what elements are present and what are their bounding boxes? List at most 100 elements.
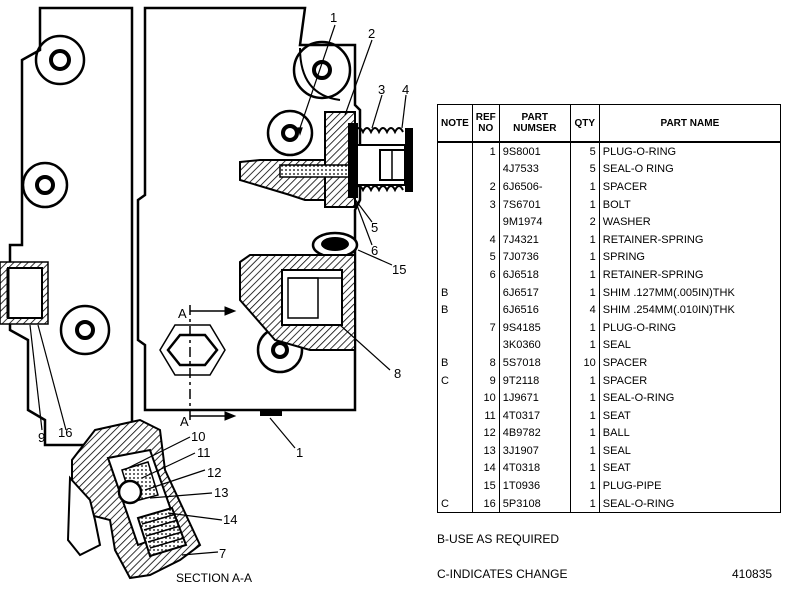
header-note: NOTE xyxy=(437,104,473,143)
cell-qty: 1 xyxy=(569,494,600,514)
cell-name: SPRING xyxy=(598,248,782,267)
valve-assembly-drawing: 1 2 3 4 5 6 15 8 1 9 16 10 11 12 13 14 7… xyxy=(0,6,413,585)
cell-name: SEAL-O-RING xyxy=(598,494,782,514)
hex-boss xyxy=(159,324,226,376)
callout-3: 3 xyxy=(378,82,385,97)
cell-qty: 1 xyxy=(569,178,600,196)
cell-ref: 11 xyxy=(471,406,500,425)
cell-name: SEAL xyxy=(598,442,782,460)
callout-5: 5 xyxy=(371,220,378,235)
cell-qty: 1 xyxy=(569,230,600,249)
cell-part: 9M1974 xyxy=(498,213,571,231)
callout-9: 9 xyxy=(38,430,45,445)
callout-12: 12 xyxy=(207,465,221,480)
cell-qty: 1 xyxy=(569,406,600,425)
cell-ref xyxy=(471,301,500,319)
cell-note xyxy=(437,142,473,161)
cell-part: 5S7018 xyxy=(498,354,571,372)
cell-note xyxy=(437,248,473,267)
cell-ref: 16 xyxy=(471,494,500,514)
cell-qty: 1 xyxy=(569,424,600,443)
section-cutting-line xyxy=(189,305,237,421)
callout-11: 11 xyxy=(197,445,211,460)
cell-part: 6J6506- xyxy=(498,178,571,196)
cell-name: PLUG-O-RING xyxy=(598,142,782,161)
cell-name: SPACER xyxy=(598,178,782,196)
cell-name: SEAT xyxy=(598,459,782,478)
cell-ref: 7 xyxy=(471,318,500,337)
left-housing xyxy=(8,6,134,447)
callout-14: 14 xyxy=(223,512,237,527)
callout-2: 2 xyxy=(368,26,375,41)
callout-13: 13 xyxy=(214,485,228,500)
cell-note: B xyxy=(437,354,473,372)
cell-qty: 1 xyxy=(569,389,600,407)
cell-name: SPACER xyxy=(598,354,782,372)
callout-10: 10 xyxy=(191,429,205,444)
cell-ref: 14 xyxy=(471,459,500,478)
cell-qty: 1 xyxy=(569,371,600,390)
cell-ref: 4 xyxy=(471,230,500,249)
cell-ref: 6 xyxy=(471,266,500,284)
cell-note xyxy=(437,459,473,478)
callout-labels: 1 2 3 4 5 6 15 8 1 9 16 10 11 12 13 14 7… xyxy=(38,10,409,585)
cell-name: PLUG-PIPE xyxy=(598,477,782,495)
cell-name: SEAT xyxy=(598,406,782,425)
cell-name: SEAL xyxy=(598,336,782,355)
cell-qty: 1 xyxy=(569,248,600,267)
cell-ref: 8 xyxy=(471,354,500,372)
cell-note xyxy=(437,477,473,495)
section-label: SECTION A-A xyxy=(176,571,252,585)
cell-qty: 1 xyxy=(569,336,600,355)
cell-note xyxy=(437,195,473,214)
cell-name: SEAL-O-RING xyxy=(598,389,782,407)
cell-ref xyxy=(471,336,500,355)
cell-note: B xyxy=(437,301,473,319)
cell-note xyxy=(437,178,473,196)
cell-name: BOLT xyxy=(598,195,782,214)
cell-name: BALL xyxy=(598,424,782,443)
cell-part: 1J9671 xyxy=(498,389,571,407)
cell-ref xyxy=(471,160,500,179)
callout-1-bottom: 1 xyxy=(296,445,303,460)
cell-part: 9T2118 xyxy=(498,371,571,390)
cell-note: C xyxy=(437,494,473,514)
lower-plug-bore xyxy=(239,254,356,351)
cell-part: 9S4185 xyxy=(498,318,571,337)
cell-name: SPACER xyxy=(598,371,782,390)
cell-ref: 2 xyxy=(471,178,500,196)
section-mark-bottom: A xyxy=(180,414,189,429)
cell-name: SHIM .127MM(.005IN)THK xyxy=(598,283,782,302)
cell-part: 7J4321 xyxy=(498,230,571,249)
cell-name: PLUG-O-RING xyxy=(598,318,782,337)
cell-part: 4T0317 xyxy=(498,406,571,425)
footnote-c: C-INDICATES CHANGE xyxy=(437,567,568,581)
cell-note xyxy=(437,230,473,249)
callout-7: 7 xyxy=(219,546,226,561)
cell-ref: 5 xyxy=(471,248,500,267)
cell-ref: 1 xyxy=(471,142,500,161)
cell-part: 3J1907 xyxy=(498,442,571,460)
cell-part: 1T0936 xyxy=(498,477,571,495)
cell-qty: 5 xyxy=(569,142,600,161)
cell-note xyxy=(437,442,473,460)
callout-8: 8 xyxy=(394,366,401,381)
cell-ref: 15 xyxy=(471,477,500,495)
cell-note xyxy=(437,318,473,337)
cell-note xyxy=(437,160,473,179)
cell-note: C xyxy=(437,371,473,390)
